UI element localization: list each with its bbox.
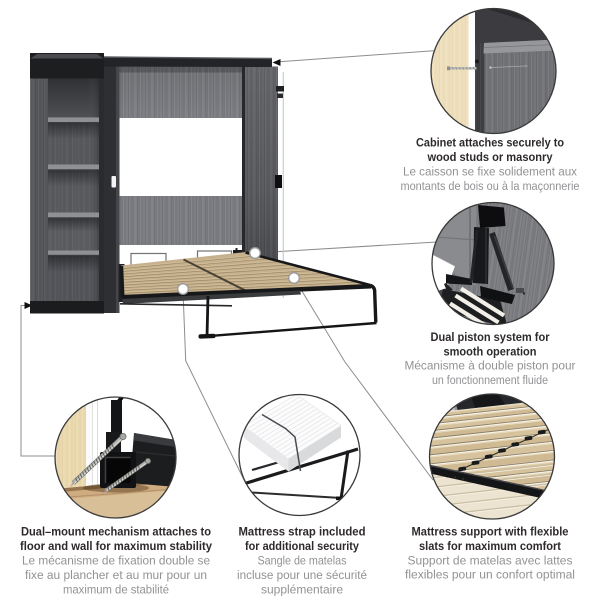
svg-text:Mattress support with flexible: Mattress support with flexible (412, 525, 569, 539)
svg-text:incluse pour une sécurité: incluse pour une sécurité (237, 568, 367, 582)
svg-text:Sangle de matelas: Sangle de matelas (258, 554, 347, 568)
svg-text:Mattress strap included: Mattress strap included (239, 525, 366, 539)
svg-text:wood studs or masonry: wood studs or masonry (427, 150, 553, 164)
svg-text:Le caisson se fixe solidement: Le caisson se fixe solidement aux (403, 165, 578, 179)
svg-text:slats for maximum comfort: slats for maximum comfort (419, 539, 561, 553)
svg-text:floor and wall for maximum sta: floor and wall for maximum stability (20, 539, 212, 553)
svg-text:montants de bois ou à la maçon: montants de bois ou à la maçonnerie (401, 179, 580, 193)
svg-text:Dual–mount mechanism attaches: Dual–mount mechanism attaches to (21, 525, 211, 539)
svg-text:for additional security: for additional security (245, 539, 359, 553)
svg-text:Mécanisme à double piston pour: Mécanisme à double piston pour (405, 359, 576, 373)
svg-text:Dual piston system for: Dual piston system for (431, 330, 550, 344)
svg-text:Cabinet attaches securely to: Cabinet attaches securely to (416, 136, 564, 150)
svg-text:fixe au plancher et au mur pou: fixe au plancher et au mur pour un (25, 568, 207, 582)
svg-text:flexibles pour un confort opti: flexibles pour un confort optimal (405, 568, 575, 582)
svg-text:supplémentaire: supplémentaire (261, 583, 343, 597)
svg-text:smooth operation: smooth operation (444, 344, 537, 358)
svg-text:Le mécanisme de fixation doubl: Le mécanisme de fixation double se (22, 554, 210, 568)
svg-text:Support de matelas avec lattes: Support de matelas avec lattes (408, 554, 573, 568)
svg-text:un fonctionnement fluide: un fonctionnement fluide (432, 373, 548, 387)
svg-text:maximum de stabilité: maximum de stabilité (63, 583, 169, 597)
